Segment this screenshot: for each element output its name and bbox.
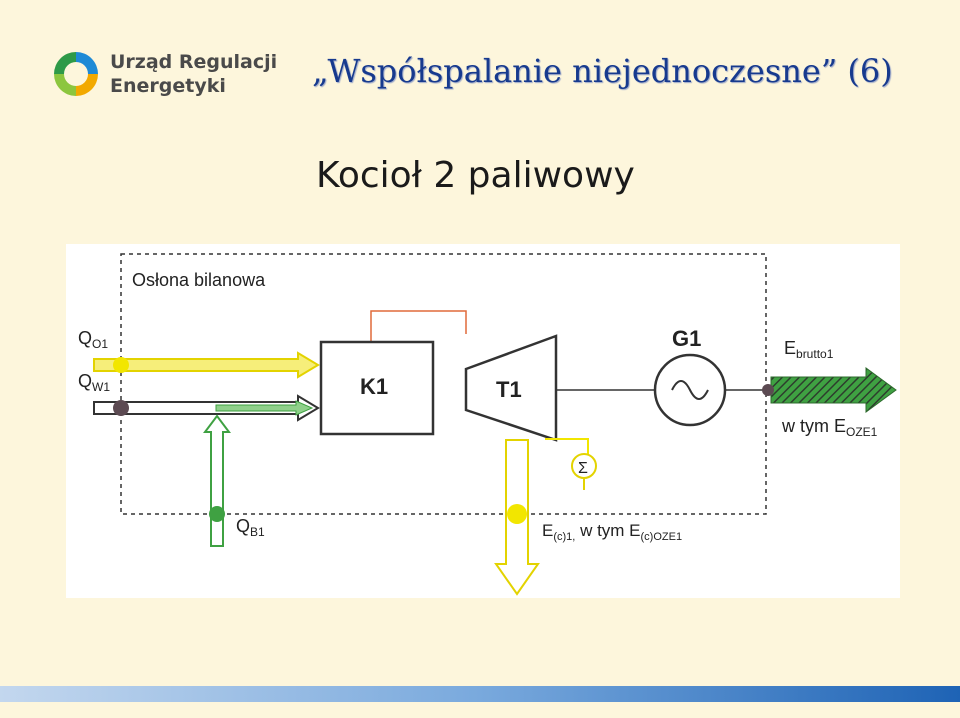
ec1-arrow	[494, 439, 540, 596]
oze-label: w tym EOZE1	[781, 416, 878, 439]
slide-title: „Współspalanie niejednoczesne” (6)	[312, 52, 893, 90]
svg-text:Σ: Σ	[578, 460, 588, 477]
boundary-label: Osłona bilanowa	[132, 270, 266, 290]
heat-pipe	[545, 438, 589, 454]
boiler-k1	[319, 340, 435, 436]
generator-label: G1	[672, 326, 701, 351]
slide-subtitle: Kocioł 2 paliwowy	[316, 155, 635, 196]
qo1-label: QO1	[78, 328, 108, 351]
qo1-arrow	[93, 351, 320, 379]
logo: Urząd Regulacji Energetyki	[50, 48, 280, 108]
qb1-label: QB1	[236, 516, 265, 539]
ebrutto-label: Ebrutto1	[784, 338, 834, 361]
logo-line-2: Energetyki	[110, 75, 226, 97]
boiler-label: K1	[360, 374, 388, 399]
ebrutto-arrow	[762, 367, 897, 413]
qb1-arrow	[203, 414, 231, 547]
sine-icon	[671, 380, 709, 400]
ure-logo-icon	[54, 52, 98, 96]
ec1-label: E(c)1, w tym E(c)OZE1	[542, 521, 682, 543]
footer-margin	[0, 702, 960, 718]
qw1-label: QW1	[78, 371, 110, 394]
logo-line-1: Urząd Regulacji	[110, 51, 278, 73]
heat-exchanger-icon: Σ	[571, 453, 597, 490]
logo-text: Urząd Regulacji Energetyki	[110, 50, 277, 98]
energy-balance-diagram: Osłona bilanowa QO1 QW1 QB1 K1 T1	[66, 244, 900, 598]
balance-boundary	[120, 253, 767, 515]
footer-bar	[0, 686, 960, 702]
qw1-arrow	[93, 394, 320, 422]
turbine-label: T1	[496, 377, 522, 402]
steam-feed-line	[370, 310, 467, 342]
